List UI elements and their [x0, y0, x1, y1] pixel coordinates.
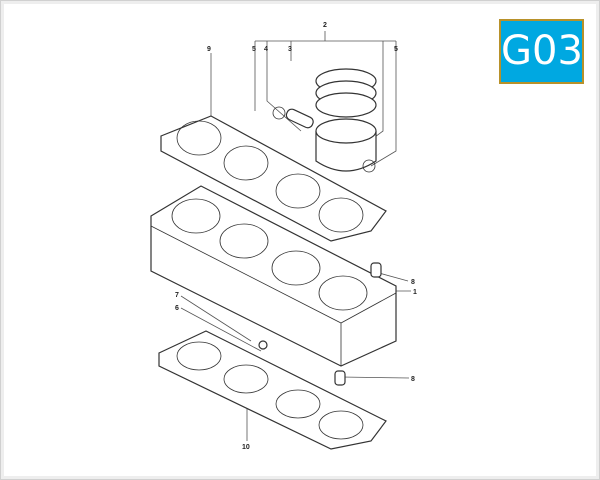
dowel-pins: [258, 262, 382, 386]
callout-7: 7: [175, 292, 179, 299]
base-gasket-part: [158, 330, 387, 450]
callout-5: 5: [394, 46, 398, 53]
callout-2: 2: [323, 22, 327, 29]
section-code-badge: G03: [499, 19, 584, 84]
callout-6: 6: [175, 305, 179, 312]
callout-1: 1: [413, 289, 417, 296]
callout-5: 5: [252, 46, 256, 53]
callout-8: 8: [411, 279, 415, 286]
piston-part: [272, 68, 377, 173]
head-gasket-part: [160, 115, 387, 242]
cylinder-block-part: [150, 185, 397, 367]
callout-3: 3: [288, 46, 292, 53]
callout-8: 8: [411, 376, 415, 383]
callout-10: 10: [242, 444, 250, 451]
callout-4: 4: [264, 46, 268, 53]
callout-9: 9: [207, 46, 211, 53]
